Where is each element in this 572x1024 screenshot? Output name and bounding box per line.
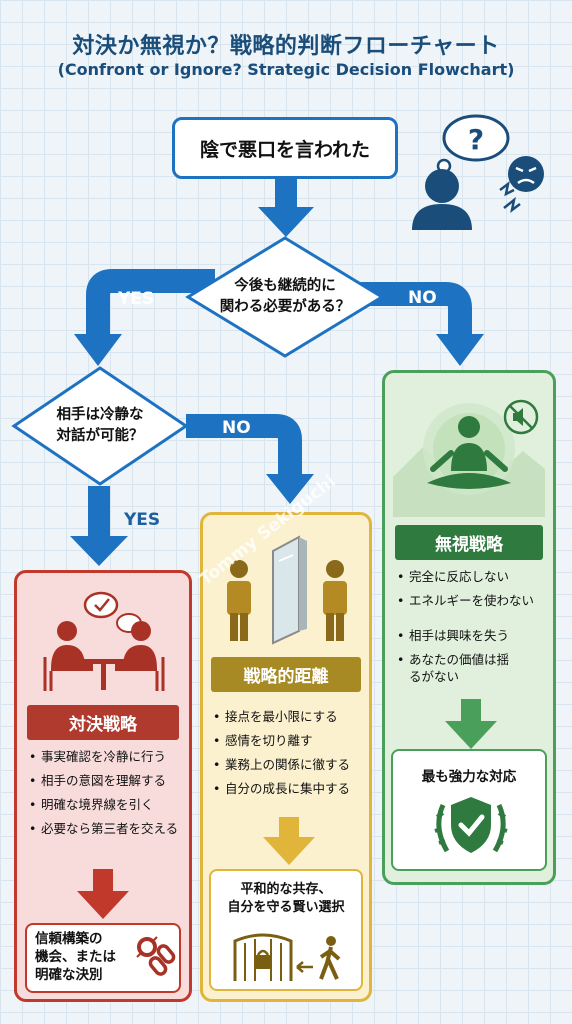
connector-yes-2 <box>70 536 128 566</box>
conversation-icon <box>43 591 165 691</box>
decision2-text: 相手は冷静な対話が可能？ <box>56 407 144 445</box>
list-item: 接点を最小限にする <box>213 709 369 726</box>
list-item: 明確な境界線を引く <box>29 797 185 814</box>
confront-list: 事実確認を冷静に行う 相手の意図を理解する 明確な境界線を引く 必要なら第三者を… <box>29 749 185 845</box>
confront-banner: 対決戦略 <box>27 705 179 740</box>
decision-diamond-2 <box>11 366 189 486</box>
connector-no-2 <box>186 414 302 478</box>
shield-check-icon <box>434 797 508 853</box>
distance-card: 戦略的距離 接点を最小限にする 感情を切り離す 業務上の関係に徹する 自分の成長… <box>200 512 372 1002</box>
list-item: 事実確認を冷静に行う <box>29 749 185 766</box>
svg-text:?: ? <box>468 123 484 156</box>
list-item: あなたの価値は揺るがない <box>397 652 509 686</box>
decision-diamond-1 <box>185 236 385 358</box>
list-item: 業務上の関係に徹する <box>213 757 369 774</box>
ignore-banner: 無視戦略 <box>395 525 543 560</box>
list-item: 自分の成長に集中する <box>213 781 369 798</box>
decision2-yes-label: YES <box>124 510 161 530</box>
decision2-no-label: NO <box>222 418 251 438</box>
arrow-down-red-icon <box>77 869 129 919</box>
confront-result: 信頼構築の 機会、または 明確な決別 <box>25 923 181 993</box>
connector-yes-1 <box>86 269 215 338</box>
ignore-card: 無視戦略 完全に反応しない エネルギーを使わない 相手は興味を失う あなたの価値… <box>382 370 556 885</box>
distance-list: 接点を最小限にする 感情を切り離す 業務上の関係に徹する 自分の成長に集中する <box>213 709 369 805</box>
list-item: 完全に反応しない <box>397 569 553 586</box>
broken-chain-icon <box>136 936 176 976</box>
upset-person-icon: ? <box>412 114 544 230</box>
page-title: 対決か無視か？戦略的判断フローチャート <box>72 34 500 59</box>
arrow-down-yellow-icon <box>263 817 315 865</box>
meditating-person-icon <box>393 399 545 517</box>
people-separated-icon <box>227 535 347 645</box>
ignore-list: 完全に反応しない エネルギーを使わない 相手は興味を失う あなたの価値は揺るがな… <box>397 569 553 692</box>
arrow-down-green-icon <box>445 699 497 749</box>
connector-no-1 <box>356 282 472 338</box>
distance-banner: 戦略的距離 <box>211 657 361 692</box>
arrow-down-start <box>258 207 314 237</box>
list-item: エネルギーを使わない <box>397 593 553 610</box>
decision1-no-label: NO <box>408 288 437 308</box>
confront-card: 対決戦略 事実確認を冷静に行う 相手の意図を理解する 明確な境界線を引く 必要な… <box>14 570 192 1002</box>
decision1-yes-label: YES <box>118 289 155 309</box>
list-item: 相手は興味を失う <box>397 628 553 645</box>
start-box: 陰で悪口を言われた <box>172 117 398 179</box>
list-item: 必要なら第三者を交える <box>29 821 185 838</box>
decision1-text: 今後も継続的に関わる必要がある？ <box>219 278 351 316</box>
page-subtitle: (Confront or Ignore? Strategic Decision … <box>57 60 515 79</box>
list-item: 相手の意図を理解する <box>29 773 185 790</box>
gate-walking-icon <box>233 933 341 981</box>
list-item: 感情を切り離す <box>213 733 369 750</box>
